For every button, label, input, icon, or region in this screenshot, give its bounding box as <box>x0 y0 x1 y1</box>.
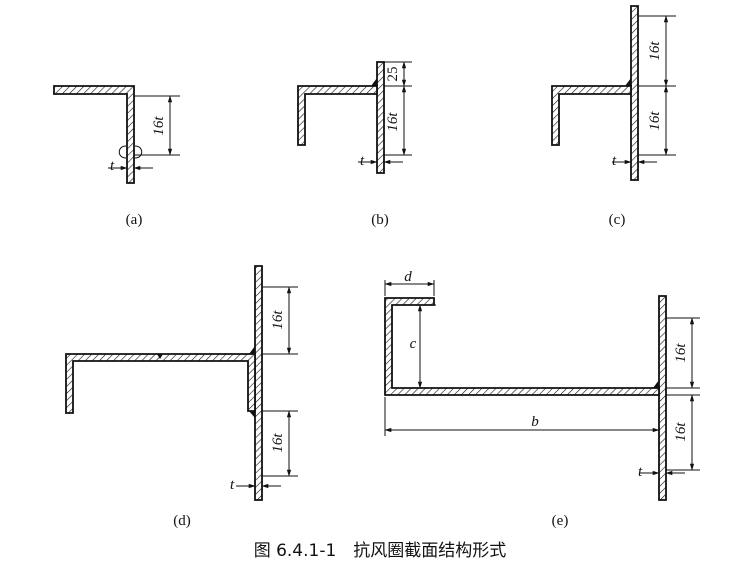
section-c: 16t 16t t (c) <box>551 5 676 228</box>
plate-d <box>254 265 263 501</box>
weld-c <box>625 78 631 86</box>
dim-label-e-b: b <box>531 414 539 430</box>
lipped-channel-e <box>384 297 660 396</box>
dim-label-e-c: c <box>410 336 417 352</box>
dim-label-a-t: t <box>110 158 115 174</box>
weld-symbol-a <box>118 145 143 159</box>
angle-section-a <box>53 85 135 184</box>
dim-label-e-d: d <box>404 269 412 285</box>
dim-label-b-t: t <box>360 153 365 169</box>
dim-label-c-t: t <box>612 153 617 169</box>
dim-label-b-25: 25 <box>385 67 401 82</box>
dim-label-d-16t-top: 16t <box>270 310 286 330</box>
dim-label-e-t: t <box>638 464 643 480</box>
figure-caption: 图 6.4.1-1 抗风圈截面结构形式 <box>254 541 507 561</box>
weld-d-bottom <box>249 411 255 418</box>
section-e: d c b 16t 16t t (e) <box>384 269 700 529</box>
weld-d-top <box>249 346 255 354</box>
dim-label-c-16t-top: 16t <box>647 41 663 61</box>
plate-c <box>630 5 639 181</box>
figure-label-d: (d) <box>173 513 191 529</box>
dim-label-d-16t-bottom: 16t <box>270 433 286 453</box>
angle-section-b <box>297 85 378 146</box>
weld-b <box>371 78 377 86</box>
weld-e <box>653 380 659 388</box>
splice-weld-d <box>157 354 163 359</box>
dim-label-d-t: t <box>230 477 235 493</box>
dim-label-c-16t-bottom: 16t <box>647 111 663 131</box>
dim-label-e-16t-bottom: 16t <box>673 422 689 442</box>
section-b: 25 16t t (b) <box>297 61 412 228</box>
dim-label-e-16t-top: 16t <box>673 343 689 363</box>
figure-label-a: (a) <box>126 212 143 228</box>
section-a: 16t t (a) <box>53 85 180 228</box>
figure-label-c: (c) <box>609 212 626 228</box>
dim-label-b-16t: 16t <box>385 112 401 132</box>
channel-section-d <box>65 353 256 414</box>
dim-label-a-16t: 16t <box>151 116 167 136</box>
section-d: 16t 16t t (d) <box>65 265 298 529</box>
figure-label-e: (e) <box>552 513 569 529</box>
plate-e <box>658 295 667 501</box>
figure-label-b: (b) <box>371 212 389 228</box>
plate-b <box>376 61 385 174</box>
angle-section-c <box>551 85 632 146</box>
